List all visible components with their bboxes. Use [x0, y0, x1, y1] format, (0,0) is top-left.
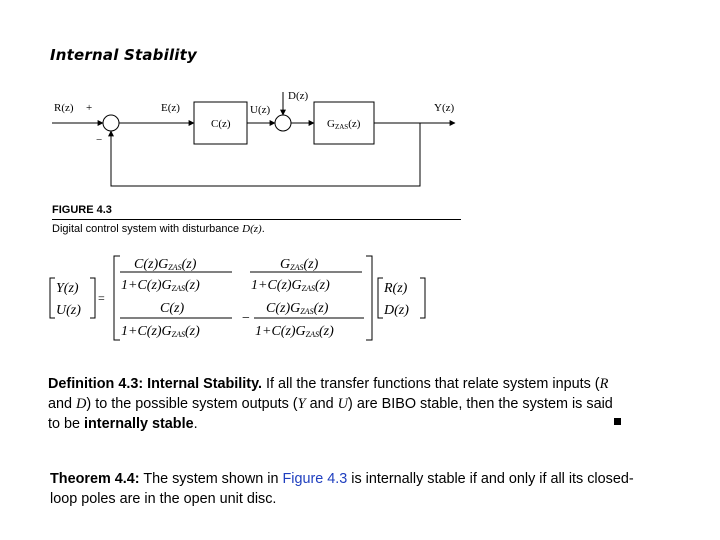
slide-title: Internal Stability — [50, 46, 197, 64]
lhs-bracket-right — [90, 277, 96, 319]
e22-numerator: C(z)GZAS(z) — [266, 301, 329, 316]
controller-block — [193, 101, 248, 145]
plus-sign: + — [86, 102, 92, 114]
figure-label: FIGURE 4.3 — [52, 204, 112, 216]
e22-sign: − — [242, 311, 250, 326]
figure-4-3-link[interactable]: Figure 4.3 — [282, 471, 348, 487]
rhs-bracket-left — [377, 277, 383, 319]
lhs-u: U(z) — [56, 303, 81, 318]
lhs-y: Y(z) — [56, 281, 79, 296]
e12-numerator: GZAS(z) — [280, 257, 319, 272]
definition-heading: Definition 4.3: Internal Stability. — [48, 376, 263, 392]
minus-sign: − — [96, 134, 102, 146]
figure-caption: Digital control system with disturbance … — [52, 223, 265, 235]
matrix-equation: Y(z) U(z) = C(z)GZAS(z) 1+C(z)GZAS(z) GZ… — [49, 255, 426, 341]
controller-label: C(z) — [211, 118, 231, 130]
feedback-path — [108, 123, 421, 187]
summing-junction-2 — [274, 114, 292, 132]
equals-sign: = — [98, 291, 105, 305]
definition-paragraph: Definition 4.3: Internal Stability. If a… — [48, 376, 613, 432]
theorem-paragraph: Theorem 4.4: The system shown in Figure … — [50, 471, 634, 507]
signal-u-label: U(z) — [250, 104, 270, 116]
e21-denominator: 1+C(z)GZAS(z) — [121, 324, 200, 339]
matrix-bracket-left — [113, 255, 120, 341]
summing-junction-1 — [102, 114, 120, 132]
figure-divider — [52, 219, 461, 220]
e11-numerator: C(z)GZAS(z) — [134, 257, 197, 272]
term-internally-stable: internally stable — [84, 416, 194, 432]
qed-square-icon — [614, 418, 621, 425]
e21-numerator: C(z) — [160, 301, 184, 316]
e22-denominator: 1+C(z)GZAS(z) — [255, 324, 334, 339]
e11-denominator: 1+C(z)GZAS(z) — [121, 278, 200, 293]
plant-label: GZAS(z) — [327, 118, 361, 131]
matrix-bracket-right — [366, 255, 373, 341]
lhs-bracket-left — [49, 277, 55, 319]
signal-d-label: D(z) — [288, 90, 308, 102]
e12-denominator: 1+C(z)GZAS(z) — [251, 278, 330, 293]
signal-e-label: E(z) — [161, 102, 180, 114]
rhs-bracket-right — [420, 277, 426, 319]
rhs-d: D(z) — [383, 303, 409, 318]
block-diagram: R(z) + − E(z) C(z) U(z) D(z) GZAS(z) Y(z… — [52, 90, 456, 187]
rhs-r: R(z) — [383, 281, 408, 296]
signal-y-label: Y(z) — [434, 102, 454, 114]
signal-r-label: R(z) — [54, 102, 74, 114]
theorem-heading: Theorem 4.4: — [50, 471, 140, 487]
plant-block — [313, 101, 375, 145]
